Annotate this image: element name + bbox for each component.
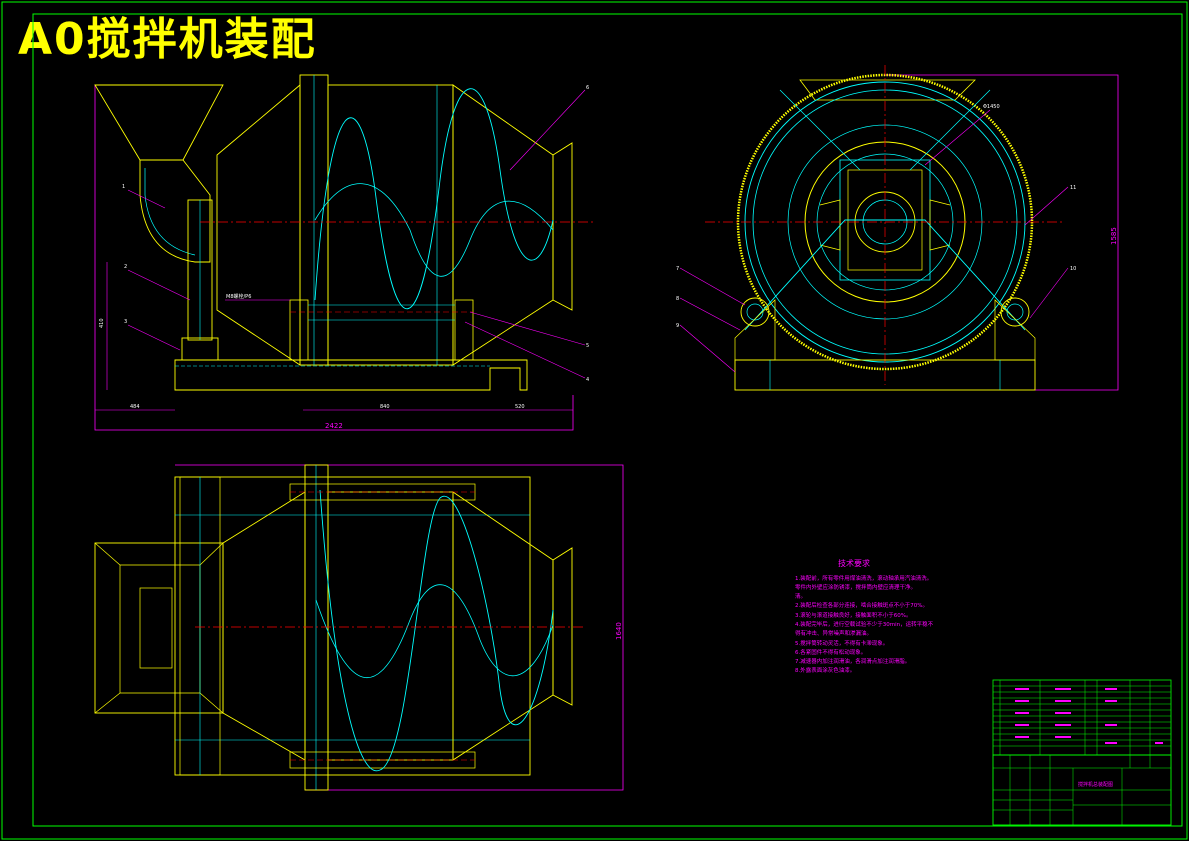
part-label-10: 10: [1070, 266, 1076, 272]
tech-req-line: 7.减速器内加注润滑油，各润滑点加注润滑脂。: [795, 657, 910, 665]
tech-req-line: 1.装配前，所有零件用煤油清洗，滚动轴承用汽油清洗。: [795, 574, 932, 582]
drawing-title: A0搅拌机装配: [18, 14, 317, 65]
technical-requirements: 技术要求 1.装配前，所有零件用煤油清洗，滚动轴承用汽油清洗。 零件内外壁应涂防…: [795, 558, 934, 674]
title-block-drawing-name: 搅拌机总装配图: [1078, 781, 1113, 788]
dim-top-width: 1640: [615, 622, 623, 640]
part-label-8: 8: [676, 296, 679, 302]
tech-req-line: 得有冲击、异常噪声和渗漏油。: [795, 629, 872, 637]
title-block: 搅拌机总装配图: [992, 679, 1172, 826]
tech-req-line: 零件内外壁应涂防锈漆，搅拌筒内壁应清理干净。: [795, 583, 916, 591]
dim-side-height: 1585: [1110, 227, 1118, 245]
tech-req-line: 2.装配后检查各部分连接，啮合接触斑点不小于70%。: [795, 601, 928, 609]
inner-border: [32, 13, 1183, 827]
dim-diameter: Φ1450: [983, 104, 1000, 110]
tech-req-line: 4.装配完毕后，进行空载试验不少于30min，运转平稳不: [795, 620, 934, 628]
dim-overall-length: 2422: [325, 422, 343, 430]
part-label-11: 11: [1070, 185, 1076, 191]
part-label-5: 5: [586, 343, 589, 349]
part-label-1: 1: [122, 184, 125, 190]
dim-right: 520: [515, 404, 525, 410]
part-label-6: 6: [586, 85, 589, 91]
tech-req-title: 技术要求: [838, 558, 870, 568]
tech-req-line: 8.外露表面涂灰色油漆。: [795, 666, 855, 674]
dim-left-offset: 484: [130, 404, 140, 410]
tech-req-line: 6.各紧固件不得有松动现象。: [795, 648, 866, 656]
front-view: 1 2 3 4 5 6 2422 484 840 520 410 M8螺栓/P6: [94, 74, 595, 431]
tech-req-line: 清。: [795, 592, 806, 600]
side-view: 7 8 9 10 11 Φ1450 1585: [676, 65, 1119, 391]
part-label-4: 4: [586, 377, 589, 383]
part-label-7: 7: [676, 266, 679, 272]
tech-req-line: 5.搅拌筒转动灵活，不得有卡滞现象。: [795, 639, 888, 647]
dim-bolt-note: M8螺栓/P6: [226, 293, 251, 300]
tech-req-line: 3.滚轮与滚道接触良好，接触面积不小于60%。: [795, 611, 911, 619]
part-label-9: 9: [676, 323, 679, 329]
part-label-3: 3: [124, 319, 127, 325]
dim-height: 410: [99, 318, 105, 328]
dim-middle: 840: [380, 404, 390, 410]
part-label-2: 2: [124, 264, 127, 270]
top-view: 1640: [94, 464, 624, 791]
